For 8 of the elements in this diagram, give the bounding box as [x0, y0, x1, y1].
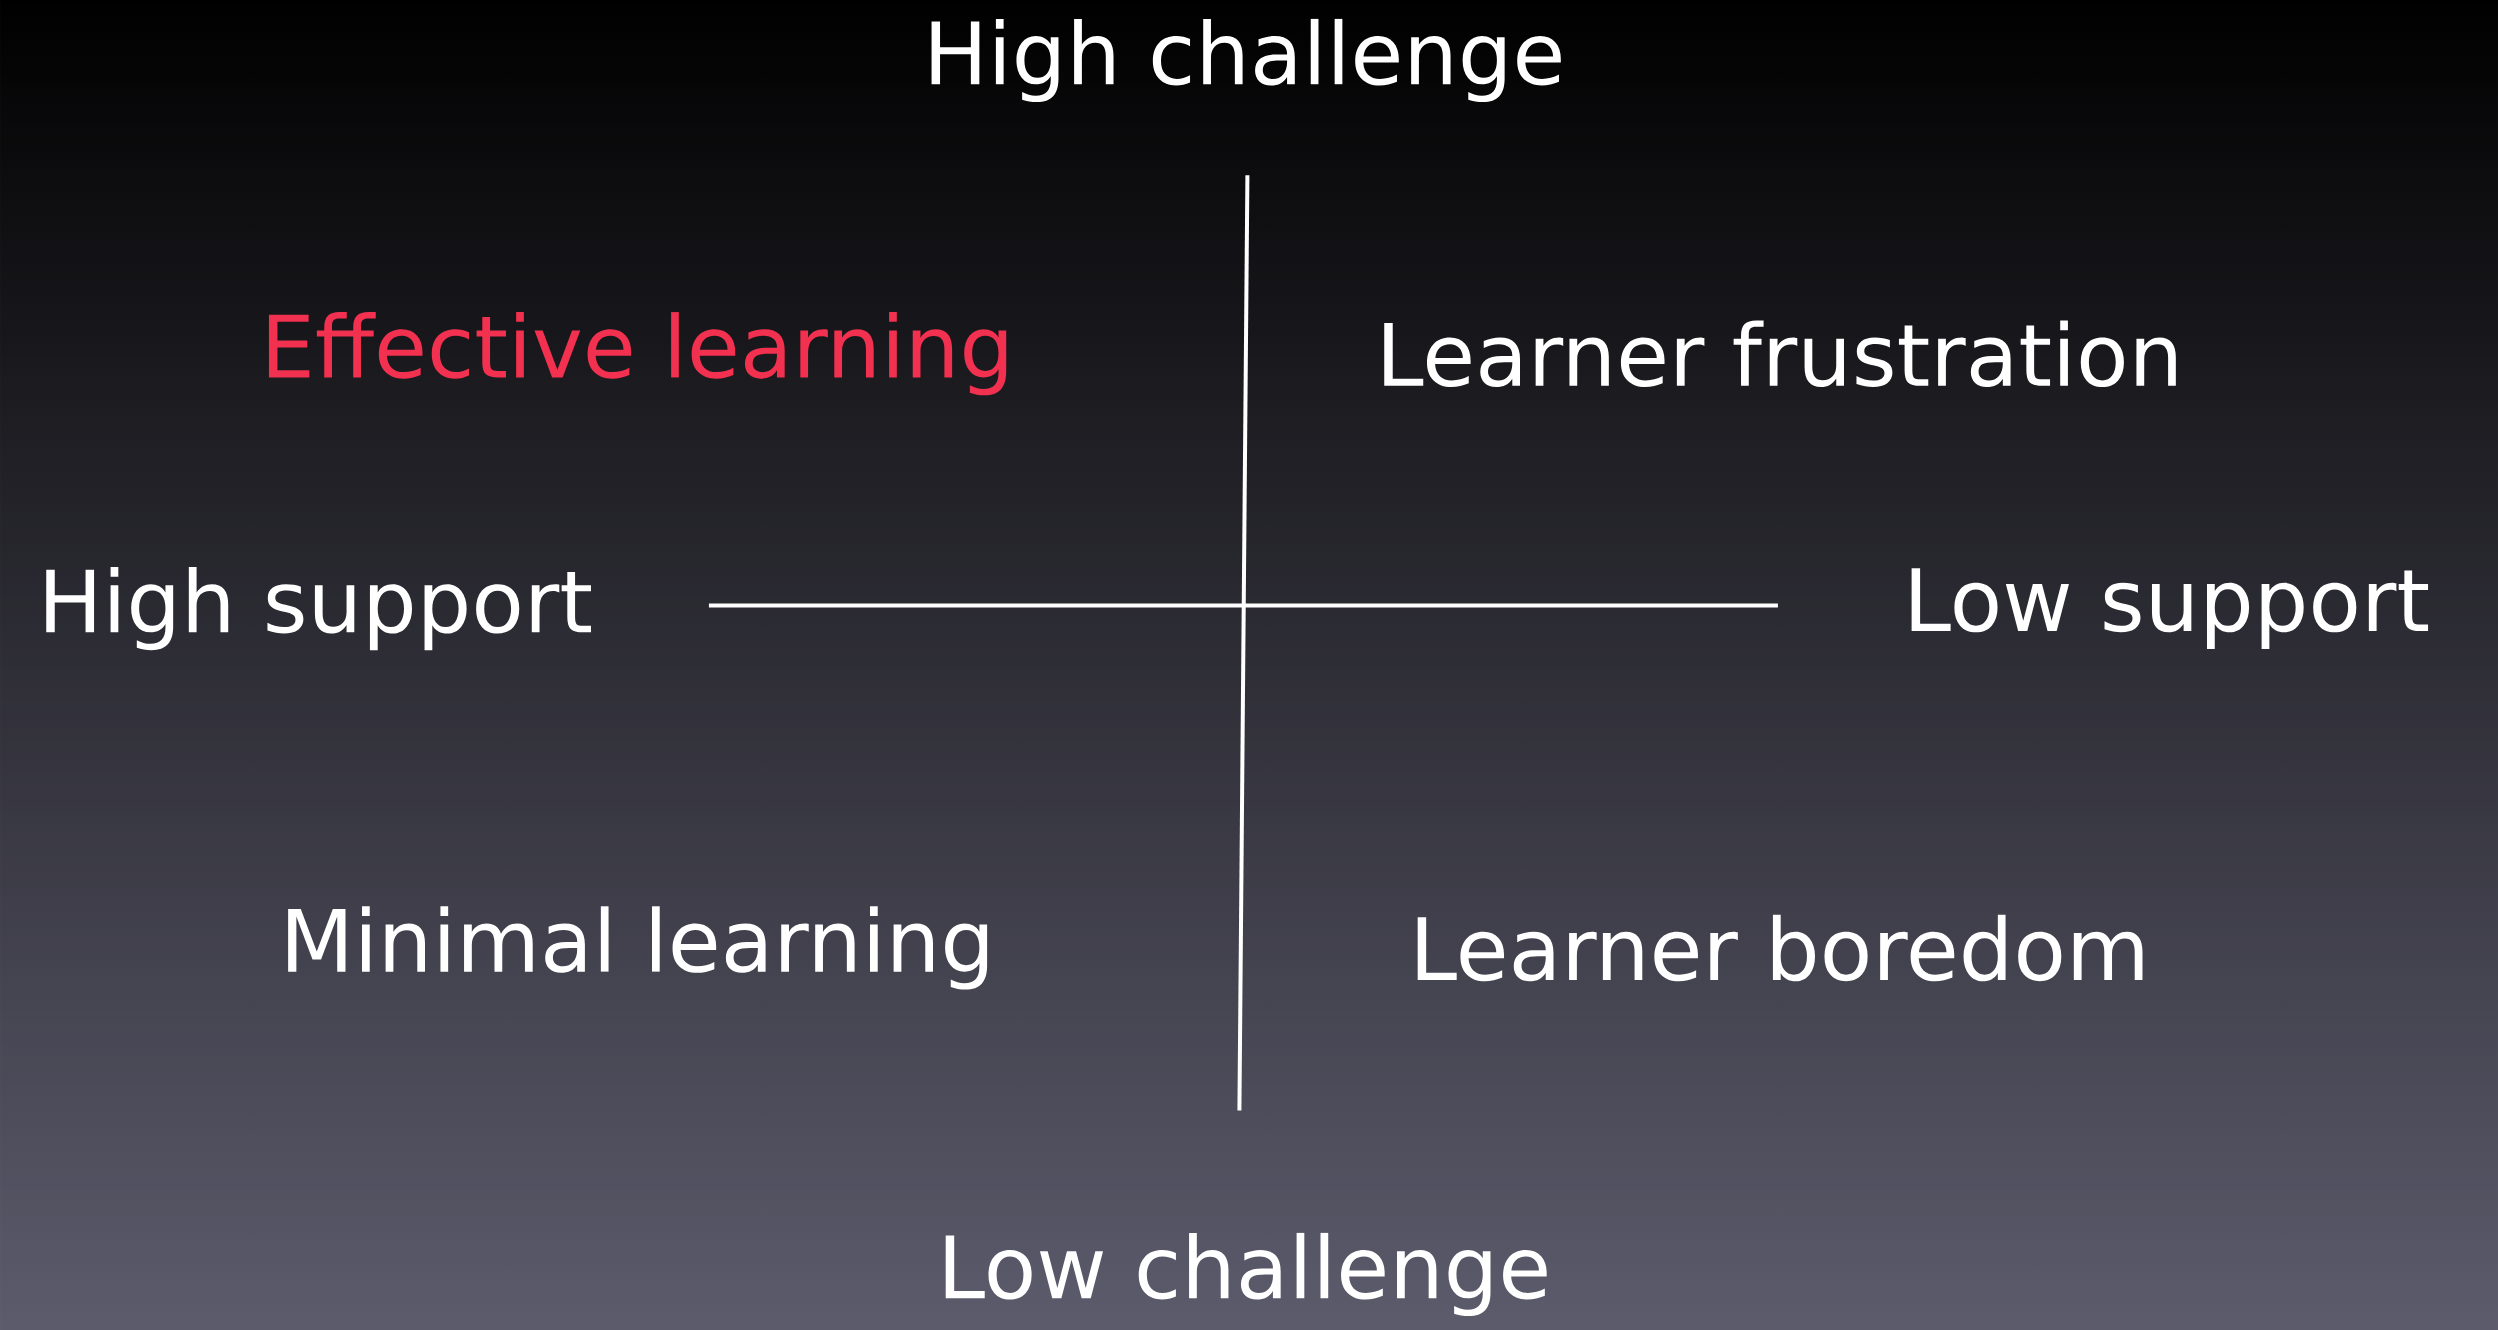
axis-label: High support [46, 567, 591, 651]
quadrant-label: Learner frustration [1384, 320, 2176, 387]
axis-label: High challenge [931, 18, 1561, 103]
axis-label: Low support [1911, 568, 2429, 649]
quadrant-label: Effective learning [268, 312, 1007, 396]
axis-label: Low challenge [945, 1232, 1547, 1317]
quadrant-label: Learner boredom [1417, 914, 2143, 982]
quadrant-label: Minimal learning [288, 906, 988, 990]
